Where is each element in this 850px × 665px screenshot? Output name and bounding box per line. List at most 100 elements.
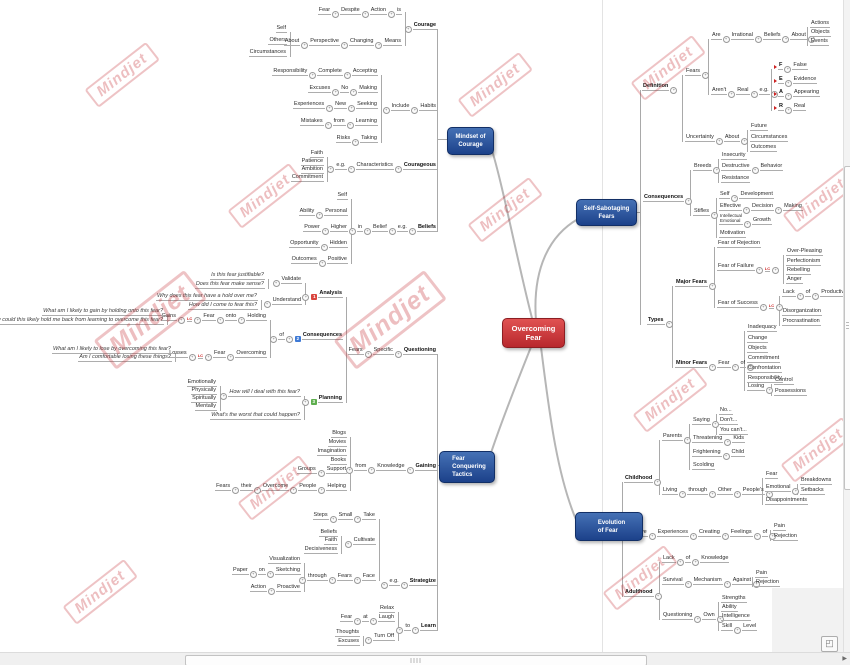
topic-row[interactable]: Excuses+No+Making [308, 85, 378, 96]
expand-collapse-icon[interactable]: + [784, 93, 792, 100]
expand-collapse-icon[interactable]: + [716, 616, 724, 623]
expand-collapse-icon[interactable]: + [743, 207, 750, 214]
topic-row[interactable]: Disappointments [765, 497, 808, 505]
topic-row[interactable]: +from+Knowledge+Gaining [345, 463, 437, 474]
expand-collapse-icon[interactable]: + [685, 198, 693, 205]
expand-collapse-icon[interactable]: + [731, 364, 739, 371]
topic-row[interactable]: Ambition [300, 166, 324, 174]
topic-row[interactable]: Mentally [194, 403, 217, 411]
topic-row[interactable]: Circumstances [248, 49, 287, 57]
topic-row[interactable]: Emotionally [186, 379, 217, 387]
topic-row[interactable]: R+Real [774, 103, 807, 114]
topic-row[interactable]: Gains+LC+Fear+onto+Holding [160, 313, 267, 324]
topic-row[interactable]: Groups+Support [296, 466, 347, 477]
expand-collapse-icon[interactable]: + [318, 487, 326, 494]
expand-collapse-icon[interactable]: + [290, 487, 298, 494]
expand-collapse-icon[interactable]: + [784, 80, 792, 87]
expand-collapse-icon[interactable]: + [354, 516, 362, 523]
expand-collapse-icon[interactable]: + [792, 488, 800, 495]
topic-row[interactable]: Skill+Level [721, 623, 758, 634]
topic-row[interactable]: Survival+Mechanism+Against+ [662, 577, 761, 588]
expand-collapse-icon[interactable]: + [382, 107, 390, 114]
main-topic-mindset-of-courage[interactable]: Mindset of Courage [447, 127, 494, 155]
expand-collapse-icon[interactable]: + [670, 87, 678, 94]
topic-row[interactable]: F+False [774, 62, 808, 73]
topic-row[interactable]: Rebelling [786, 267, 811, 275]
topic-row[interactable]: +Turn Off [364, 633, 395, 644]
expand-collapse-icon[interactable]: + [340, 42, 348, 49]
topic-row[interactable]: Scolding [692, 462, 716, 470]
expand-collapse-icon[interactable]: + [648, 533, 656, 540]
expand-collapse-icon[interactable]: + [769, 533, 777, 540]
topic-row[interactable]: About+Perspective+Changing+Means [283, 38, 402, 49]
topic-row[interactable]: Strengths [721, 595, 747, 603]
topic-row[interactable]: Living+through+Other+People's+ [662, 487, 774, 498]
main-topic-fear-conquering-tactics[interactable]: Fear Conquering Tactics [439, 451, 495, 483]
expand-collapse-icon[interactable]: + [268, 588, 276, 595]
expand-collapse-icon[interactable]: + [750, 91, 758, 98]
expand-collapse-icon[interactable]: + [404, 26, 412, 33]
callout-link-icon[interactable]: LC [768, 303, 775, 309]
topic-row[interactable]: Intellectual Emotional+Growth [719, 214, 772, 228]
expand-collapse-icon[interactable]: + [400, 582, 408, 589]
topic-row[interactable]: Patience [300, 158, 324, 166]
expand-collapse-icon[interactable]: + [741, 138, 749, 145]
topic-row[interactable]: Losing+ [747, 383, 774, 394]
topic-row[interactable]: +Courage [404, 22, 437, 33]
expand-collapse-icon[interactable]: + [679, 491, 687, 498]
topic-row[interactable]: Emotional+ [765, 484, 800, 495]
topic-row[interactable]: Ability+Personal [298, 208, 348, 219]
topic-row[interactable]: Movies [327, 439, 347, 447]
expand-collapse-icon[interactable]: + [796, 293, 804, 300]
priority-3-icon[interactable]: 3 [310, 399, 317, 405]
topic-row[interactable]: Action+Proactive [249, 584, 301, 595]
expand-collapse-icon[interactable]: + [352, 139, 360, 146]
expand-collapse-icon[interactable]: + [270, 336, 278, 343]
expand-collapse-icon[interactable]: + [329, 516, 337, 523]
expand-collapse-icon[interactable]: + [683, 437, 691, 444]
topic-row[interactable]: Physically [190, 387, 217, 395]
topic-row[interactable]: A+Appearing [774, 89, 821, 100]
topic-row[interactable]: Aren't+Real+e.g.+ [711, 87, 779, 98]
expand-collapse-icon[interactable]: + [709, 364, 717, 371]
horizontal-scrollbar-thumb[interactable] [185, 655, 647, 665]
topic-row[interactable]: You can't... [719, 427, 748, 435]
topic-row[interactable]: Stifles+ [693, 208, 719, 219]
main-topic-self-sabotaging-fears[interactable]: Self-Sabotaging Fears [576, 199, 637, 226]
expand-collapse-icon[interactable]: + [364, 228, 371, 235]
expand-collapse-icon[interactable]: + [285, 336, 293, 343]
topic-row[interactable]: Beliefs [319, 529, 338, 537]
expand-collapse-icon[interactable]: + [665, 321, 673, 328]
topic-row[interactable]: Circumstances [750, 134, 789, 142]
topic-row[interactable]: Excuses [337, 638, 360, 646]
expand-collapse-icon[interactable]: + [694, 616, 702, 623]
topic-row[interactable]: Commitment [747, 355, 781, 363]
topic-row[interactable]: Others [268, 37, 287, 45]
topic-row[interactable]: Responsibility+Complete+Accepting [272, 68, 378, 79]
expand-collapse-icon[interactable]: + [249, 571, 257, 578]
topic-row[interactable]: Power+Higher [303, 224, 348, 235]
topic-row[interactable]: How could this likely hold me back from … [0, 317, 164, 325]
topic-row[interactable]: Insecurity [721, 152, 747, 160]
expand-collapse-icon[interactable]: + [715, 138, 723, 145]
expand-collapse-icon[interactable]: + [755, 267, 763, 274]
expand-collapse-icon[interactable]: + [301, 42, 309, 49]
topic-row[interactable]: Pain [755, 570, 769, 578]
topic-row[interactable]: Destructive+Behavior [721, 163, 784, 174]
topic-row[interactable]: Parents+ [662, 433, 692, 444]
callout-link-icon[interactable]: LC [197, 353, 204, 359]
expand-collapse-icon[interactable]: + [344, 541, 352, 548]
topic-row[interactable]: Rejection [755, 579, 780, 587]
expand-collapse-icon[interactable]: + [320, 244, 328, 251]
expand-collapse-icon[interactable]: + [408, 228, 416, 235]
topic-row[interactable]: Spiritually [191, 395, 217, 403]
topic-row[interactable]: +to+Learn [395, 623, 437, 634]
topic-row[interactable]: Objects [810, 29, 831, 37]
expand-collapse-icon[interactable]: + [734, 627, 742, 634]
expand-collapse-icon[interactable]: + [753, 581, 761, 588]
topic-row[interactable]: What's the worst that could happen? [210, 412, 301, 420]
topic-row[interactable]: +Understand [263, 297, 302, 308]
expand-collapse-icon[interactable]: + [396, 627, 404, 634]
topic-row[interactable]: Risks+Taking [335, 135, 378, 146]
